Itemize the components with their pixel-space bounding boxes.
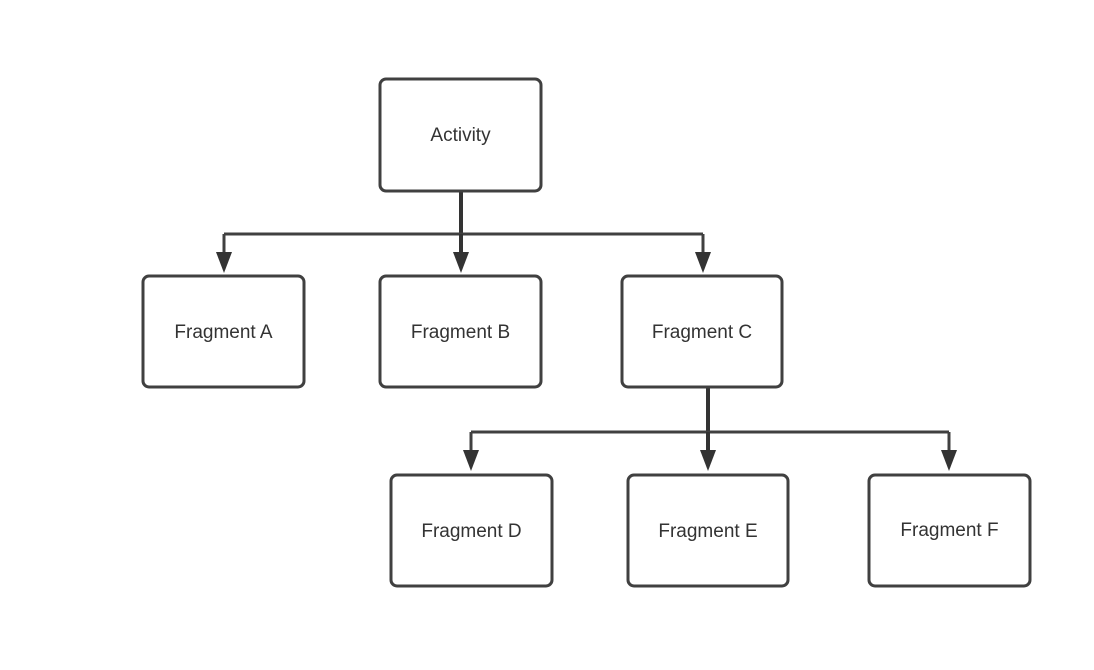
node-fragment-c-label: Fragment C — [652, 322, 752, 343]
arrowhead-fragment-e — [700, 450, 716, 471]
node-fragment-d: Fragment D — [389, 473, 554, 588]
node-fragment-f-label: Fragment F — [900, 520, 998, 541]
node-fragment-e: Fragment E — [626, 473, 790, 588]
connector-group-fragment-c — [463, 388, 957, 471]
arrowhead-fragment-f — [941, 450, 957, 471]
arrowhead-fragment-c — [695, 252, 711, 273]
node-fragment-b-label: Fragment B — [411, 322, 510, 343]
node-fragment-d-label: Fragment D — [421, 521, 521, 542]
node-activity: Activity — [378, 77, 543, 193]
node-fragment-b: Fragment B — [378, 274, 543, 389]
node-fragment-f: Fragment F — [867, 473, 1032, 588]
arrowhead-fragment-d — [463, 450, 479, 471]
node-fragment-a: Fragment A — [141, 274, 306, 389]
connector-group-activity — [216, 191, 711, 273]
arrowhead-fragment-a — [216, 252, 232, 273]
node-fragment-e-label: Fragment E — [658, 521, 757, 542]
node-activity-label: Activity — [430, 125, 491, 146]
node-fragment-a-label: Fragment A — [174, 322, 273, 343]
arrowhead-fragment-b — [453, 252, 469, 273]
node-fragment-c: Fragment C — [620, 274, 784, 389]
